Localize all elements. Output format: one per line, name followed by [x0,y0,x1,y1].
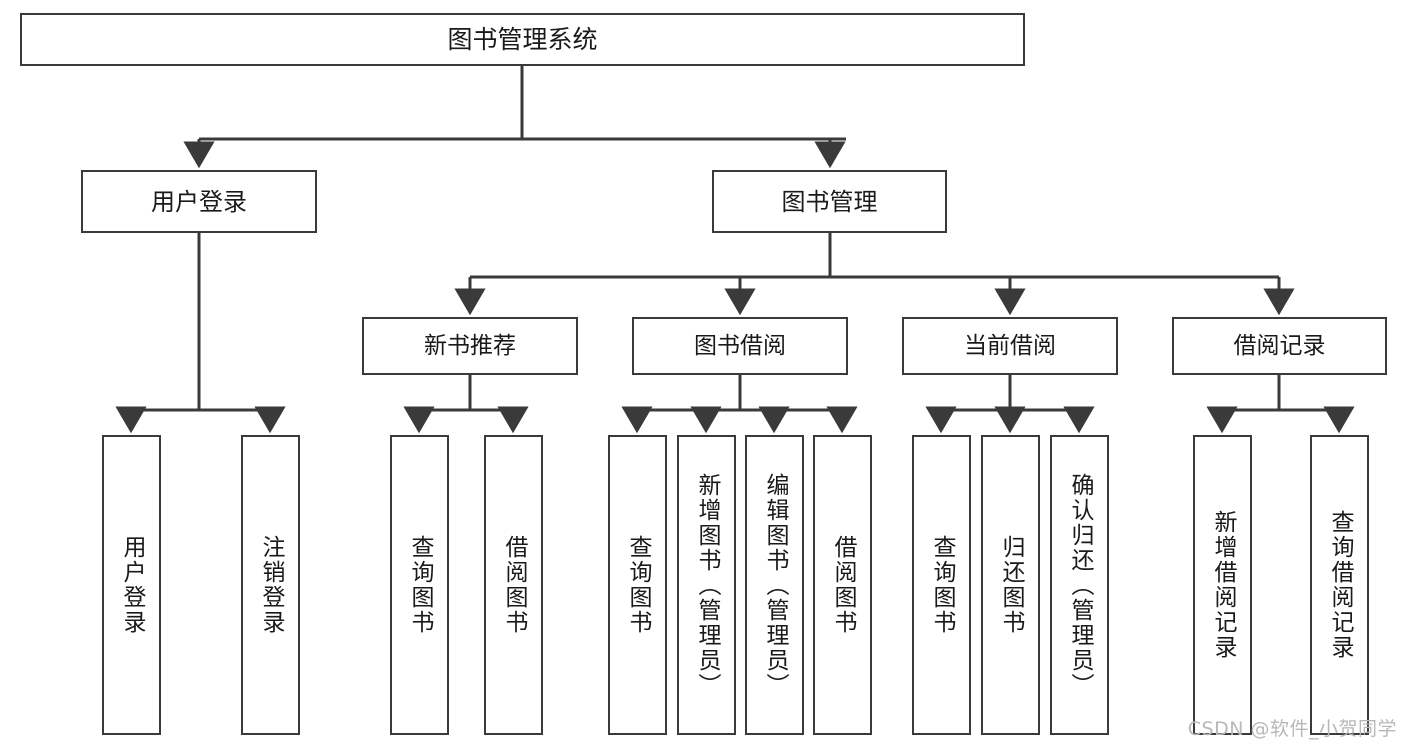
node-leaf-add-book-label: 新增图书（管理员） [694,472,720,698]
node-leaf-query-book-3[interactable]: 查询图书 [912,435,971,735]
node-leaf-user-logout[interactable]: 注销登录 [241,435,300,735]
node-leaf-return-book[interactable]: 归还图书 [981,435,1040,735]
node-leaf-user-login-label: 用户登录 [119,535,145,635]
node-leaf-query-book-2-label: 查询图书 [625,535,651,635]
node-leaf-edit-book-label: 编辑图书（管理员） [762,472,788,698]
node-new-book-recommend[interactable]: 新书推荐 [362,317,578,375]
node-book-manage[interactable]: 图书管理 [712,170,947,233]
node-book-borrow[interactable]: 图书借阅 [632,317,848,375]
node-leaf-query-record-label: 查询借阅记录 [1327,510,1353,660]
node-current-borrow[interactable]: 当前借阅 [902,317,1118,375]
node-leaf-add-record[interactable]: 新增借阅记录 [1193,435,1252,735]
node-leaf-confirm-return-label: 确认归还（管理员） [1067,472,1093,698]
node-leaf-add-record-label: 新增借阅记录 [1210,510,1236,660]
node-new-book-recommend-label: 新书推荐 [424,332,516,359]
node-leaf-query-book-2[interactable]: 查询图书 [608,435,667,735]
node-root-label: 图书管理系统 [447,24,598,54]
node-leaf-borrow-book-1-label: 借阅图书 [501,535,527,635]
node-leaf-borrow-book-1[interactable]: 借阅图书 [484,435,543,735]
node-leaf-user-logout-label: 注销登录 [258,535,284,635]
node-leaf-query-book-3-label: 查询图书 [929,535,955,635]
node-leaf-query-book-1-label: 查询图书 [407,535,433,635]
node-book-manage-label: 图书管理 [781,187,878,216]
watermark: CSDN @软件_小贺同学 [1187,718,1397,740]
node-leaf-borrow-book-2-label: 借阅图书 [830,535,856,635]
node-book-borrow-label: 图书借阅 [694,332,786,359]
node-leaf-add-book[interactable]: 新增图书（管理员） [677,435,736,735]
node-root[interactable]: 图书管理系统 [20,13,1025,66]
node-leaf-edit-book[interactable]: 编辑图书（管理员） [745,435,804,735]
node-borrow-record[interactable]: 借阅记录 [1172,317,1387,375]
node-leaf-confirm-return[interactable]: 确认归还（管理员） [1050,435,1109,735]
node-leaf-borrow-book-2[interactable]: 借阅图书 [813,435,872,735]
node-current-borrow-label: 当前借阅 [964,332,1056,359]
node-leaf-user-login[interactable]: 用户登录 [102,435,161,735]
node-leaf-query-record[interactable]: 查询借阅记录 [1310,435,1369,735]
node-leaf-query-book-1[interactable]: 查询图书 [390,435,449,735]
node-user-login-label: 用户登录 [151,187,247,216]
node-borrow-record-label: 借阅记录 [1233,332,1326,359]
node-leaf-return-book-label: 归还图书 [998,535,1024,635]
node-user-login[interactable]: 用户登录 [81,170,317,233]
